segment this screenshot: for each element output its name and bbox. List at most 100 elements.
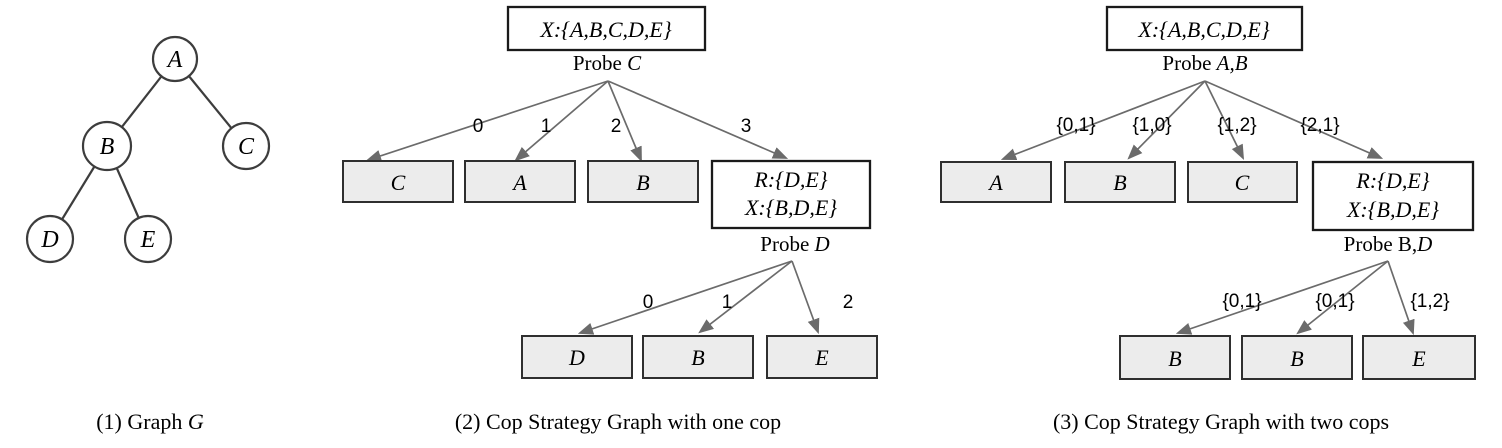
two-cops-edge-label-1: {1,0} xyxy=(1132,115,1171,136)
one-cop-root-box: X:{A,B,C,D,E} xyxy=(506,5,707,52)
two-cops-edge2-0 xyxy=(1175,260,1389,335)
leaf-b-rect xyxy=(1064,161,1176,203)
caption-graph-g-name: G xyxy=(188,409,204,434)
two-cops-leaf-a: A xyxy=(940,161,1052,203)
leaf-a-label: A xyxy=(511,170,527,195)
one-cop-edge-label-0: 0 xyxy=(473,116,484,137)
one-cop-edge-3 xyxy=(607,80,789,159)
two-cops-r-line1: R:{D,E} xyxy=(1355,168,1429,193)
two-cops-r-line2: X:{B,D,E} xyxy=(1346,197,1439,222)
probe2-prefix: Probe B, xyxy=(1344,232,1418,256)
one-cop-edge-1 xyxy=(514,80,609,162)
two-cops-edge-label-0: {0,1} xyxy=(1056,115,1095,136)
node-b-label: B xyxy=(100,134,115,160)
panel-graph-g: A B C D E (1) Graph G xyxy=(25,35,271,434)
leaf-b2-rect xyxy=(1119,335,1231,380)
graph-node-a: A xyxy=(151,35,199,83)
two-cops-edge2-1 xyxy=(1296,260,1389,335)
two-cops-r-rect xyxy=(1311,160,1475,232)
leaf-d-label: D xyxy=(568,345,585,370)
probe2-prefix: Probe xyxy=(760,232,814,256)
leaf-c-rect xyxy=(1187,161,1298,203)
two-cops-edge-2 xyxy=(1204,80,1245,161)
node-c-label: C xyxy=(238,134,255,160)
leaf-b-label: B xyxy=(1113,170,1126,195)
leaf-b-label: B xyxy=(636,170,649,195)
leaf-c-label: C xyxy=(391,170,406,195)
one-cop-root-rect xyxy=(506,5,707,52)
leaf-a-rect xyxy=(940,161,1052,203)
two-cops-edge2-label-0: {0,1} xyxy=(1222,291,1261,312)
leaf-b2-rect xyxy=(642,335,754,379)
two-cops-leaf-c: C xyxy=(1187,161,1298,203)
node-c-circle xyxy=(221,121,271,171)
one-cop-r-rect xyxy=(710,159,872,230)
one-cop-leaf-e: E xyxy=(766,335,878,379)
one-cop-edge2-label-1: 1 xyxy=(722,292,733,313)
leaf-e-label: E xyxy=(1411,346,1426,371)
leaf-e-rect xyxy=(766,335,878,379)
graph-node-c: C xyxy=(221,121,271,171)
one-cop-edge-label-2: 2 xyxy=(611,116,622,137)
one-cop-edge-label-3: 3 xyxy=(741,116,752,137)
graph-node-e: E xyxy=(123,214,173,264)
node-a-circle xyxy=(151,35,199,83)
two-cops-edge-1 xyxy=(1127,80,1206,160)
one-cop-leaf-b: B xyxy=(587,160,699,203)
two-cops-leaf-e: E xyxy=(1362,335,1476,380)
two-cops-edge-3 xyxy=(1204,80,1384,159)
one-cop-edge-0 xyxy=(365,80,609,162)
caption-graph-g-prefix: (1) Graph xyxy=(96,409,188,434)
two-cops-probe1-label: Probe A,B xyxy=(1162,51,1247,75)
two-cops-probe2-label: Probe B,D xyxy=(1344,232,1433,256)
probe1-target: A,B xyxy=(1215,51,1248,75)
node-a-label: A xyxy=(166,47,183,73)
panel-two-cops: X:{A,B,C,D,E} Probe A,B {0,1} {1,0} {1,2… xyxy=(940,5,1476,434)
one-cop-r-state-box: R:{D,E} X:{B,D,E} xyxy=(710,159,872,230)
one-cop-edge2-1 xyxy=(698,260,793,334)
node-b-circle xyxy=(81,120,133,172)
one-cop-r-line2: X:{B,D,E} xyxy=(744,195,837,220)
two-cops-edge2-2 xyxy=(1387,260,1415,336)
two-cops-edge2-label-2: {1,2} xyxy=(1410,291,1449,312)
leaf-b2-label: B xyxy=(1168,346,1181,371)
one-cop-leaf-a: A xyxy=(464,160,576,203)
two-cops-leaf-b: B xyxy=(1064,161,1176,203)
graph-node-d: D xyxy=(25,214,75,264)
two-cops-edge-label-2: {1,2} xyxy=(1217,115,1256,136)
two-cops-r-state-box: R:{D,E} X:{B,D,E} xyxy=(1311,160,1475,232)
one-cop-r-line1: R:{D,E} xyxy=(753,167,827,192)
two-cops-edge-label-3: {2,1} xyxy=(1300,115,1339,136)
one-cop-root-label: X:{A,B,C,D,E} xyxy=(539,17,671,42)
leaf-c-label: C xyxy=(1235,170,1250,195)
one-cop-edge2-label-2: 2 xyxy=(843,292,854,313)
node-d-label: D xyxy=(40,227,58,253)
one-cop-leaf-d: D xyxy=(521,335,633,379)
leaf-b3-rect xyxy=(1241,335,1353,380)
caption-two-cops: (3) Cop Strategy Graph with two cops xyxy=(1053,409,1389,434)
leaf-e-rect xyxy=(1362,335,1476,380)
probe1-prefix: Probe xyxy=(573,51,627,75)
leaf-c-rect xyxy=(342,160,454,203)
node-e-label: E xyxy=(140,227,156,253)
one-cop-probe1-label: Probe C xyxy=(573,51,642,75)
one-cop-leaf-b2: B xyxy=(642,335,754,379)
leaf-d-rect xyxy=(521,335,633,379)
caption-one-cop: (2) Cop Strategy Graph with one cop xyxy=(455,409,781,434)
leaf-b2-label: B xyxy=(691,345,704,370)
leaf-e-label: E xyxy=(814,345,829,370)
two-cops-edge-0 xyxy=(1000,80,1206,161)
two-cops-edge2-label-1: {0,1} xyxy=(1315,291,1354,312)
caption-graph-g: (1) Graph G xyxy=(96,409,204,434)
node-d-circle xyxy=(25,214,75,264)
panel-one-cop: X:{A,B,C,D,E} Probe C 0 1 2 3 C A B R:{D… xyxy=(342,5,878,434)
probe1-prefix: Probe xyxy=(1162,51,1216,75)
one-cop-edge-2 xyxy=(607,80,642,163)
two-cops-root-label: X:{A,B,C,D,E} xyxy=(1137,17,1269,42)
one-cop-edge2-label-0: 0 xyxy=(643,292,654,313)
one-cop-probe2-label: Probe D xyxy=(760,232,829,256)
one-cop-leaf-c: C xyxy=(342,160,454,203)
one-cop-edge-label-1: 1 xyxy=(541,116,552,137)
graph-node-b: B xyxy=(81,120,133,172)
